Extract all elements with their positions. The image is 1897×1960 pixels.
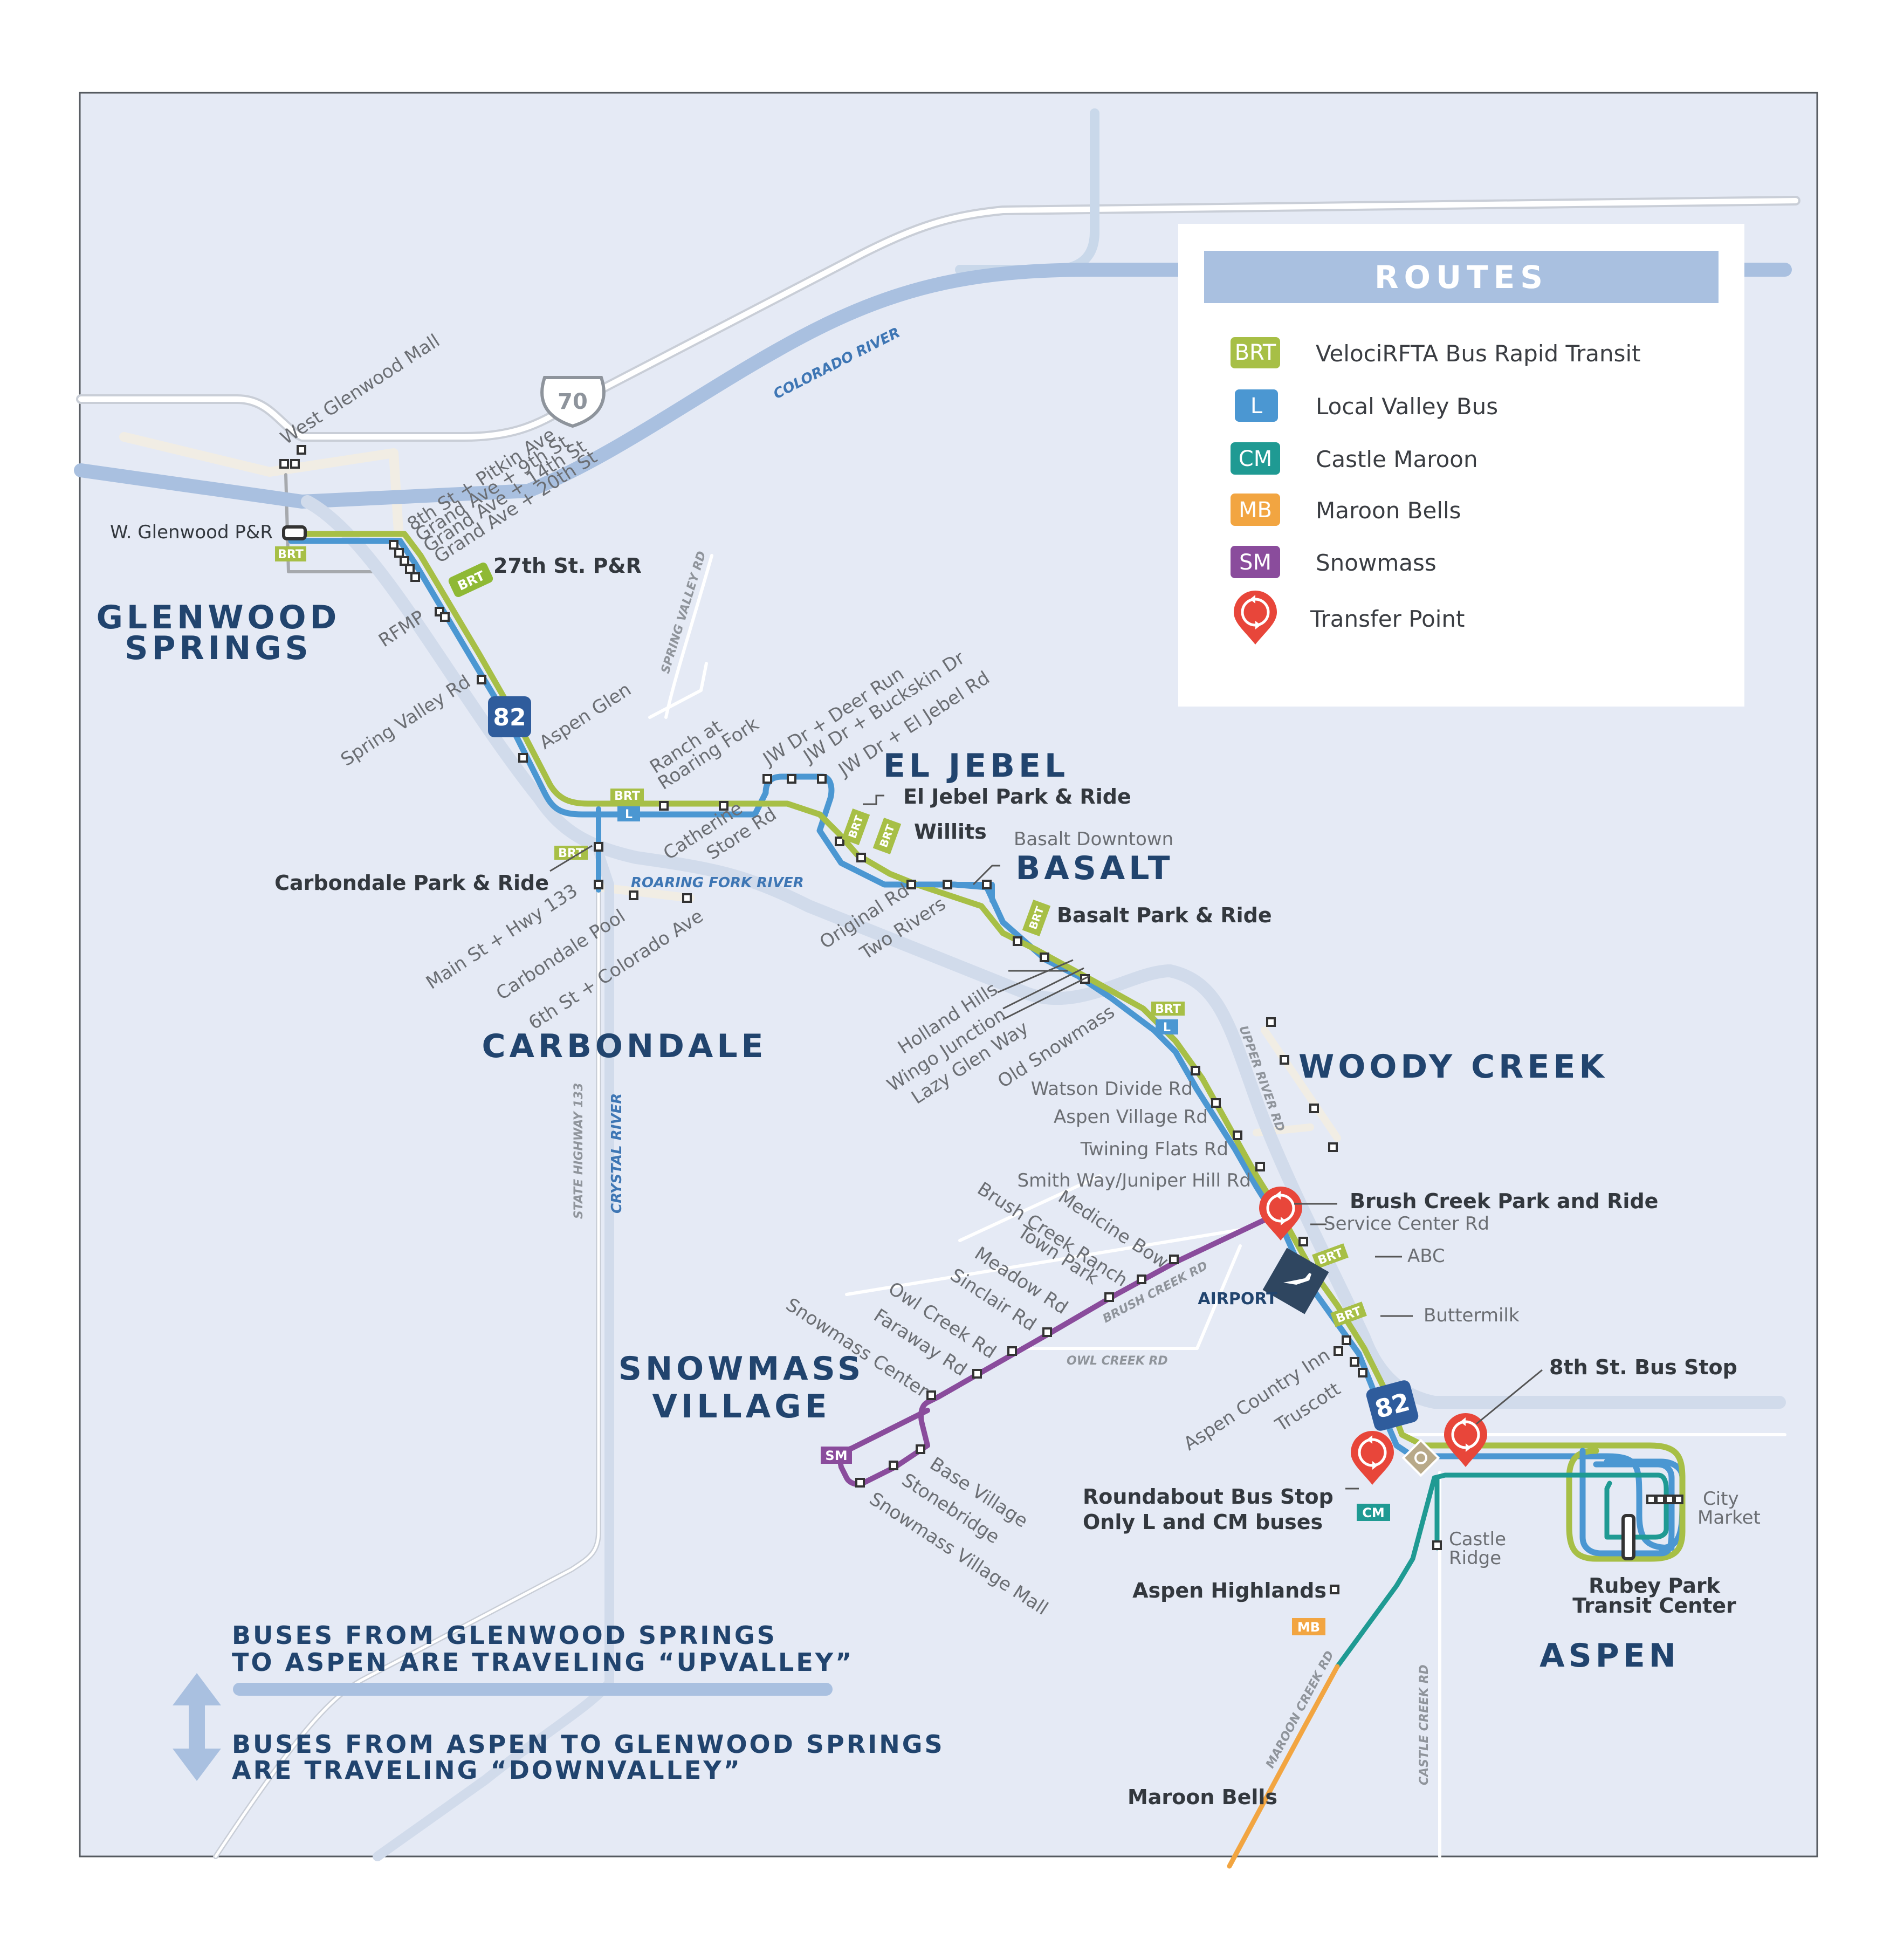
svg-text:Service Center Rd: Service Center Rd (1324, 1213, 1489, 1235)
legend: ROUTES BRT VelociRFTA Bus Rapid Transit … (1178, 224, 1744, 707)
label-aspen-highlands: Aspen Highlands (1132, 1579, 1326, 1602)
note-divider (233, 1683, 833, 1696)
legend-title: ROUTES (1374, 259, 1548, 296)
brt-badge-w-glenwood (275, 546, 306, 561)
svg-text:TO ASPEN ARE TRAVELING “UPVALL: TO ASPEN ARE TRAVELING “UPVALLEY” (232, 1648, 854, 1677)
label-crystal-river: CRYSTAL RIVER (609, 1093, 625, 1214)
legend-badge-sm (1231, 546, 1280, 578)
town-woody-creek: WOODY CREEK (1298, 1048, 1608, 1086)
label-basalt-pr: Basalt Park & Ride (1057, 903, 1272, 927)
svg-text:Market: Market (1697, 1507, 1761, 1529)
legend-badge-cm (1231, 442, 1280, 475)
town-carbondale: CARBONDALE (482, 1027, 767, 1065)
airport-icon (1262, 1248, 1329, 1314)
town-springs: SPRINGS (125, 629, 312, 667)
label-27th-pr: 27th St. P&R (493, 554, 642, 578)
town-el-jebel: EL JEBEL (883, 747, 1069, 785)
castle-maroon-route-line (1335, 1472, 1669, 1669)
legend-label-cm: Castle Maroon (1316, 446, 1478, 472)
svg-text:Smith Way/Juniper Hill Rd: Smith Way/Juniper Hill Rd (1018, 1170, 1251, 1191)
svg-text:ABC: ABC (1407, 1245, 1445, 1267)
label-owl-creek: OWL CREEK RD (1067, 1354, 1168, 1368)
svg-text:L: L (625, 808, 633, 821)
highway-82-shield: 82 (488, 696, 531, 737)
svg-text:BRT: BRT (614, 790, 640, 803)
transfer-point-brush-creek (1259, 1187, 1302, 1241)
legend-label-local: Local Valley Bus (1316, 393, 1498, 420)
label-brush-creek-pr: Brush Creek Park and Ride (1350, 1189, 1658, 1213)
town-snowmass: SNOWMASS (618, 1350, 865, 1388)
svg-text:BUSES FROM ASPEN TO GLENWOOD S: BUSES FROM ASPEN TO GLENWOOD SPRINGS (232, 1730, 945, 1759)
routes (288, 531, 1686, 1869)
svg-text:Basalt Downtown: Basalt Downtown (1014, 828, 1173, 850)
key-stop-labels: W. Glenwood P&R 27th St. P&R El Jebel Pa… (110, 522, 1737, 1809)
town-glenwood: GLENWOOD (97, 599, 341, 636)
interstate-70-shield: 70 (540, 376, 606, 428)
legend-transfer-icon (1234, 591, 1277, 645)
svg-text:CM: CM (1362, 1505, 1385, 1520)
svg-text:MB: MB (1239, 498, 1272, 523)
legend-badge-local (1235, 389, 1278, 422)
svg-text:82: 82 (493, 704, 526, 731)
legend-badge-mb (1231, 494, 1280, 526)
legend-badge-brt (1231, 337, 1280, 368)
label-carbondale-pr: Carbondale Park & Ride (274, 871, 549, 895)
label-roundabout-2: Only L and CM buses (1083, 1510, 1323, 1534)
svg-text:Buttermilk: Buttermilk (1424, 1305, 1520, 1326)
svg-text:Castle: Castle (1449, 1529, 1506, 1550)
upvalley-arrow-icon (173, 1673, 221, 1743)
svg-text:BRT: BRT (1235, 340, 1276, 365)
svg-text:70: 70 (558, 389, 588, 414)
legend-label-sm: Snowmass (1316, 550, 1437, 576)
town-labels: GLENWOOD SPRINGS EL JEBEL BASALT CARBOND… (97, 599, 1680, 1675)
label-8th-st: 8th St. Bus Stop (1549, 1355, 1737, 1379)
svg-text:AIRPORT: AIRPORT (1198, 1290, 1277, 1308)
label-roaring-fork: ROARING FORK RIVER (631, 875, 804, 891)
direction-note: BUSES FROM GLENWOOD SPRINGS TO ASPEN ARE… (173, 1621, 945, 1785)
svg-text:SM: SM (1239, 550, 1271, 575)
svg-text:City: City (1703, 1488, 1739, 1510)
highway-82-shield-aspen: 82 (1366, 1380, 1419, 1431)
transfer-point-8th-st (1444, 1413, 1487, 1467)
label-rubey-2: Transit Center (1572, 1594, 1736, 1618)
label-roundabout-1: Roundabout Bus Stop (1083, 1485, 1334, 1509)
maroon-bells-route-line (1227, 1664, 1340, 1869)
svg-text:L: L (1250, 394, 1263, 419)
label-rubey-1: Rubey Park (1589, 1574, 1721, 1598)
svg-text:Aspen Village Rd: Aspen Village Rd (1054, 1106, 1208, 1128)
svg-text:MB: MB (1297, 1620, 1320, 1635)
svg-text:ARE TRAVELING “DOWNVALLEY”: ARE TRAVELING “DOWNVALLEY” (232, 1756, 742, 1785)
label-willits: Willits (914, 820, 987, 844)
label-castle-creek: CASTLE CREEK RD (1418, 1664, 1431, 1785)
town-basalt: BASALT (1015, 849, 1173, 887)
svg-text:CM: CM (1239, 447, 1272, 471)
brt-badge-27th (448, 563, 493, 597)
legend-header (1204, 251, 1719, 303)
svg-text:SM: SM (825, 1448, 847, 1463)
svg-text:Ridge: Ridge (1449, 1547, 1501, 1569)
legend-label-transfer: Transfer Point (1310, 606, 1465, 632)
legend-label-mb: Maroon Bells (1316, 497, 1461, 524)
svg-text:Watson Divide Rd: Watson Divide Rd (1031, 1078, 1193, 1100)
label-maroon-bells: Maroon Bells (1128, 1785, 1277, 1809)
local-route-line (288, 538, 1686, 1551)
town-aspen: ASPEN (1539, 1637, 1680, 1675)
transfer-point-roundabout (1351, 1431, 1394, 1485)
legend-label-brt: VelociRFTA Bus Rapid Transit (1316, 340, 1641, 367)
svg-text:BRT: BRT (1155, 1003, 1181, 1016)
label-hwy-133: STATE HIGHWAY 133 (572, 1083, 586, 1219)
svg-text:Twining Flats Rd: Twining Flats Rd (1080, 1139, 1228, 1160)
downvalley-arrow-icon (173, 1711, 221, 1781)
stop-markers (279, 445, 1683, 1594)
label-el-jebel-pr: El Jebel Park & Ride (903, 785, 1131, 808)
leader-lines (549, 794, 1543, 1490)
roundabout-icon (1401, 1438, 1440, 1477)
label-w-glenwood-pr: W. Glenwood P&R (110, 522, 273, 543)
brt-route-line (288, 531, 1686, 1562)
svg-text:BRT: BRT (278, 548, 304, 561)
svg-text:BUSES FROM GLENWOOD SPRINGS: BUSES FROM GLENWOOD SPRINGS (232, 1621, 777, 1650)
town-village: VILLAGE (652, 1388, 831, 1426)
svg-text:L: L (1163, 1021, 1171, 1034)
